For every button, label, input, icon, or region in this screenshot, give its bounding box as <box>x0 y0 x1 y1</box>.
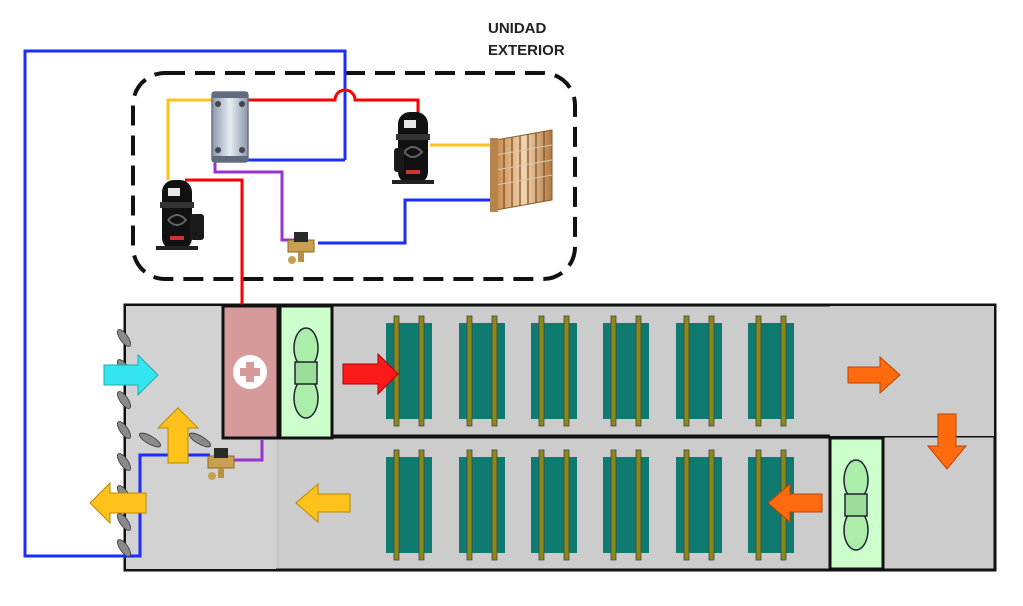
fan-upper-icon <box>278 304 334 440</box>
refrigerant-line-blue-coil <box>318 198 495 245</box>
compressor-right-icon <box>392 112 434 184</box>
heat-exchanger-row-upper <box>386 315 794 427</box>
heat-exchanger-block <box>386 315 432 427</box>
plate-heat-exchanger-icon <box>211 91 249 163</box>
compressor-left-icon <box>156 180 204 250</box>
fan-lower-icon <box>828 436 885 571</box>
arrow-mix-up <box>156 407 200 464</box>
expansion-valve-indoor-icon <box>207 448 235 480</box>
arrow-exhaust-out <box>89 481 147 525</box>
outdoor-unit-label-line2: EXTERIOR <box>488 42 565 59</box>
heat-exchanger-block <box>459 449 505 561</box>
heat-exchanger-block <box>603 449 649 561</box>
refrigerant-line-red-top <box>248 88 420 115</box>
heat-exchanger-block <box>676 449 722 561</box>
expansion-valve-outdoor-icon <box>287 232 315 264</box>
refrigerant-line-yellow-left <box>166 98 212 180</box>
refrigerant-line-blue-loop <box>23 49 347 558</box>
refrigerant-line-purple-top <box>213 162 298 242</box>
heat-exchanger-block <box>459 315 505 427</box>
refrigerant-line-red-heater <box>185 178 244 310</box>
arrow-return-down <box>926 413 968 470</box>
heat-exchanger-block <box>531 449 577 561</box>
arrow-return-left <box>767 482 823 524</box>
heat-exchanger-block <box>676 315 722 427</box>
heat-exchanger-block <box>386 449 432 561</box>
arrow-exhaust-left <box>295 482 351 524</box>
arrow-supply-right <box>847 355 901 395</box>
outdoor-unit-label: UNIDAD EXTERIOR <box>488 18 565 62</box>
heat-exchanger-row-lower <box>386 449 794 561</box>
heat-exchanger-block <box>531 315 577 427</box>
heat-exchanger-block <box>748 315 794 427</box>
outdoor-unit-label-line1: UNIDAD <box>488 20 547 37</box>
arrow-heated-air <box>342 352 399 396</box>
arrow-fresh-air-in <box>103 353 159 397</box>
refrigerant-line-purple-bottom <box>232 440 264 462</box>
outdoor-unit-boundary <box>131 71 577 281</box>
plus-heater-icon <box>221 304 280 440</box>
heat-exchanger-block <box>603 315 649 427</box>
louver-icon <box>116 329 211 557</box>
finned-coil-icon <box>490 129 553 212</box>
